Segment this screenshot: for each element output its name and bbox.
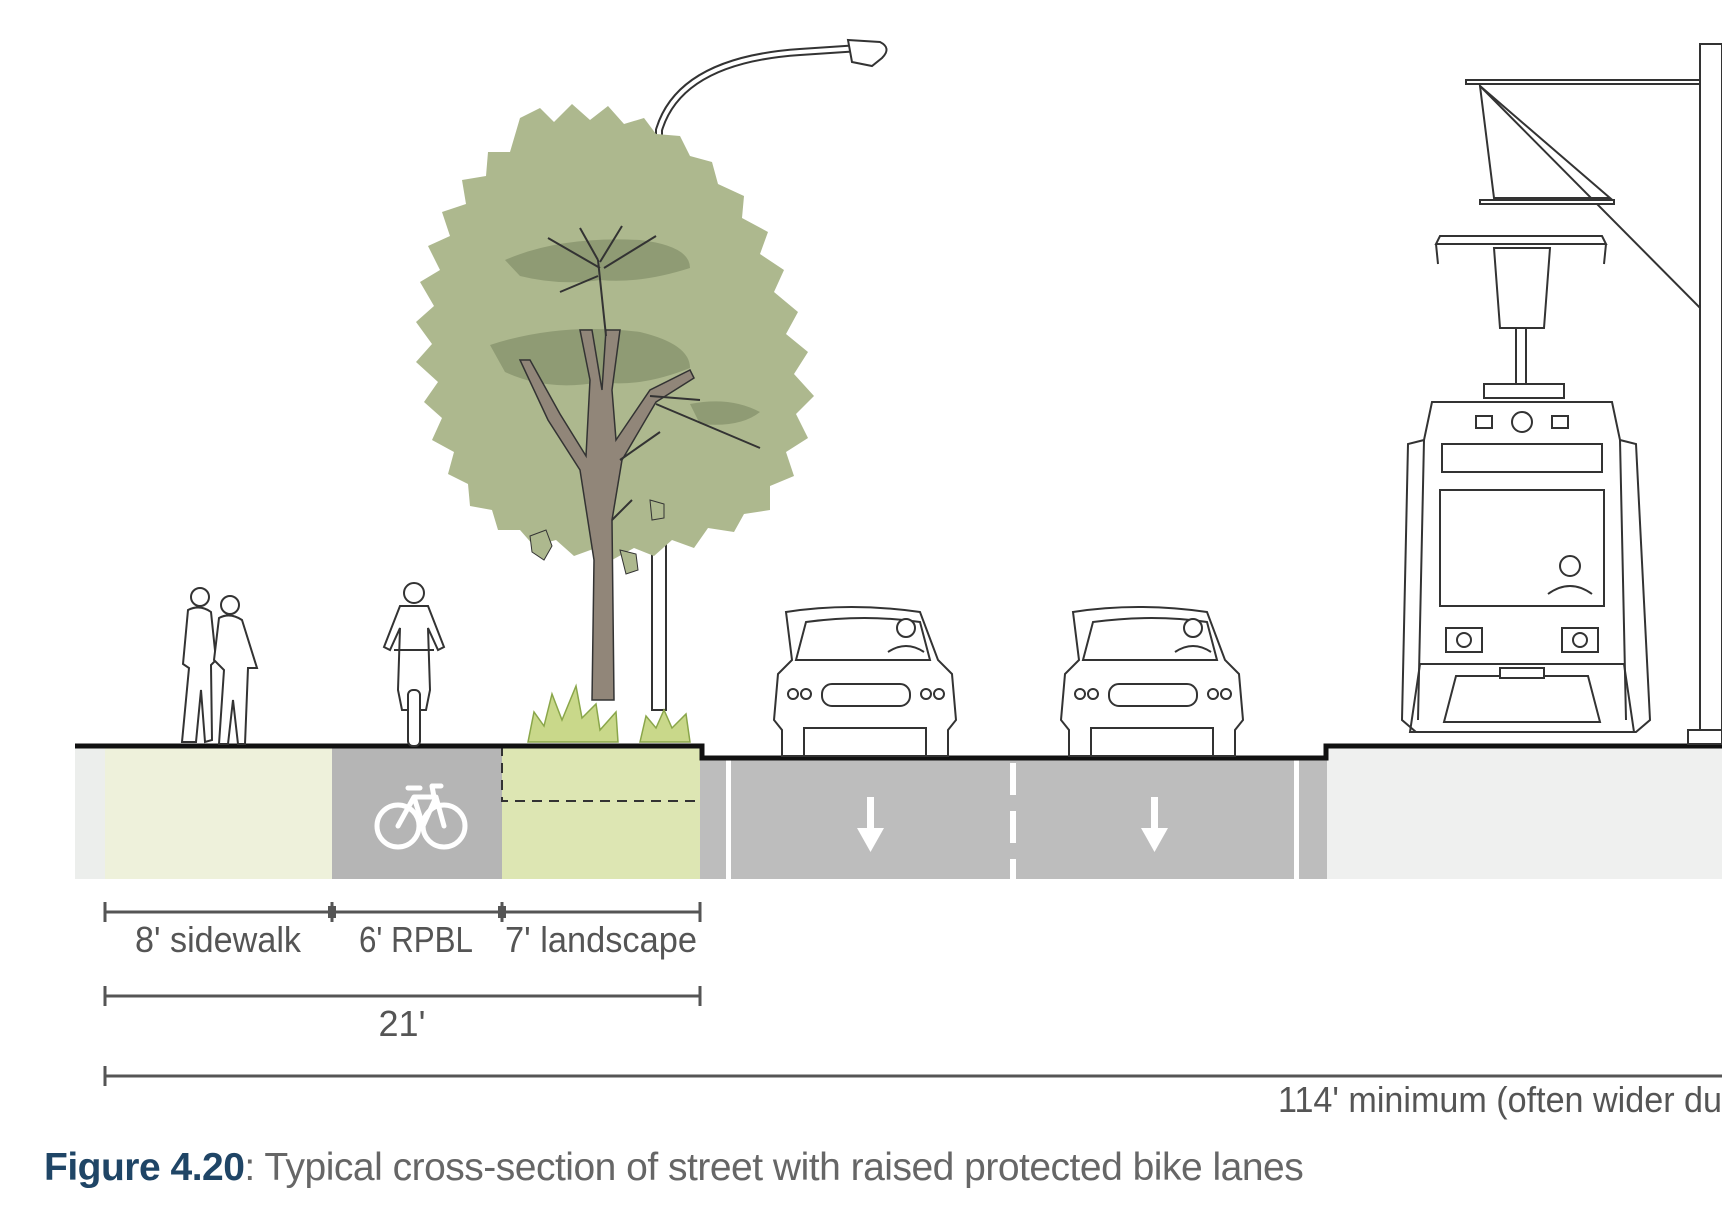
- planter-outline: [501, 746, 700, 802]
- car-icon: [772, 606, 958, 757]
- sidewalk-zone: [105, 745, 332, 879]
- label-rpbl-width: 6' RPBL: [359, 919, 473, 960]
- median-zone: [1327, 745, 1722, 879]
- streetcar-icon: [1400, 43, 1722, 745]
- street-grade-line: [75, 743, 1722, 761]
- shrubs: [527, 683, 691, 743]
- label-subtotal-width: 21': [379, 1003, 426, 1044]
- figure-number: Figure 4.20: [44, 1146, 245, 1189]
- landscape-zone: [502, 745, 700, 879]
- pedestrians-icon: [180, 587, 259, 745]
- dimension-labels: 8' sidewalk 6' RPBL 7' landscape 21' 114…: [135, 919, 1722, 1120]
- edge-line-right: [1294, 757, 1299, 879]
- figure-caption-text: : Typical cross-section of street with r…: [244, 1146, 1304, 1189]
- dimension-lines: [103, 902, 1722, 1086]
- label-sidewalk-width: 8' sidewalk: [135, 919, 302, 960]
- cyclist-icon: [382, 582, 446, 747]
- lane-markings: [726, 757, 1299, 879]
- figure-caption: Figure 4.20: Typical cross-section of st…: [44, 1146, 1304, 1190]
- frontage-strip: [75, 745, 105, 879]
- edge-line-left: [726, 757, 731, 879]
- down-arrow-icon: [1141, 797, 1168, 852]
- falling-leaves: [529, 499, 665, 575]
- canopy-shade-branch: [690, 401, 760, 425]
- tree-icon: [416, 104, 814, 743]
- lane-divider-dash-2: [1010, 811, 1016, 843]
- ground-strips: [75, 745, 1722, 879]
- lane-divider-dash-1: [1010, 763, 1016, 795]
- label-landscape-width: 7' landscape: [505, 919, 697, 960]
- lane-divider-dash-3: [1010, 859, 1016, 879]
- down-arrow-icon: [857, 797, 884, 852]
- tree-trunk: [518, 329, 695, 701]
- bicycle-symbol-icon: [374, 783, 468, 850]
- tree-branches: [547, 225, 761, 521]
- label-total-width: 114' minimum (often wider du: [1278, 1079, 1722, 1120]
- car-icon: [1059, 606, 1245, 757]
